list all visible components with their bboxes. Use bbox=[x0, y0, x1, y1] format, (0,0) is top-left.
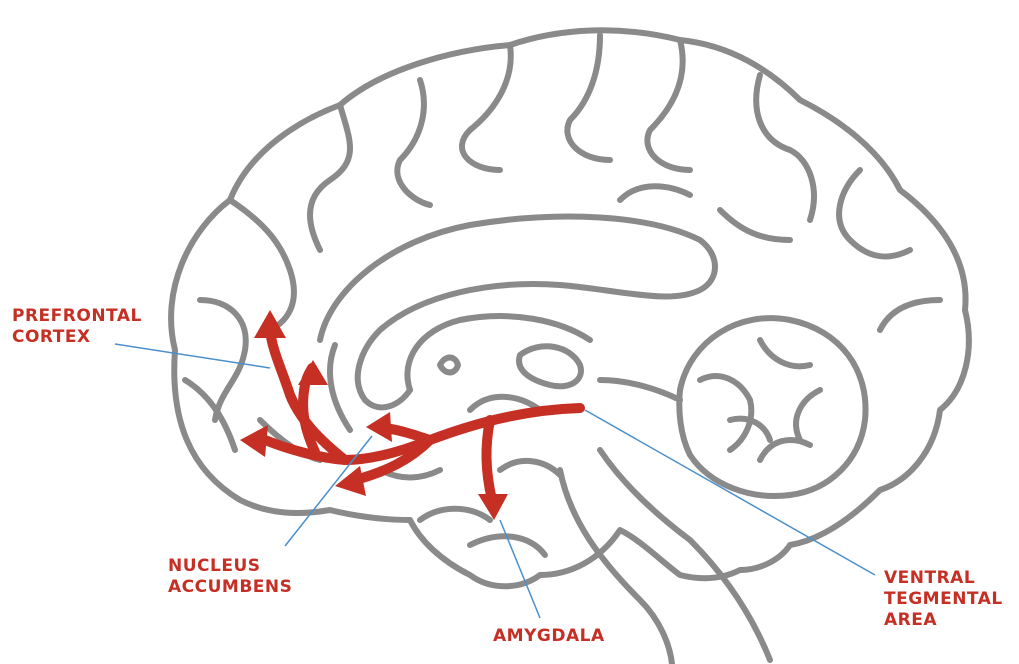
label-vta-line-1: VENTRAL bbox=[884, 568, 1003, 589]
arrowhead-left bbox=[240, 425, 268, 457]
label-nucleus-accumbens: NUCLEUS ACCUMBENS bbox=[168, 556, 292, 598]
label-prefrontal-cortex: PREFRONTAL CORTEX bbox=[12, 306, 142, 348]
label-prefrontal-line-1: PREFRONTAL bbox=[12, 306, 142, 327]
label-prefrontal-line-2: CORTEX bbox=[12, 327, 142, 348]
branch-nucleus bbox=[385, 428, 430, 440]
label-nucleus-line-2: ACCUMBENS bbox=[168, 577, 292, 598]
label-vta-line-2: TEGMENTAL bbox=[884, 589, 1003, 610]
label-amygdala: AMYGDALA bbox=[493, 626, 605, 647]
label-nucleus-line-1: NUCLEUS bbox=[168, 556, 292, 577]
label-vta-line-3: AREA bbox=[884, 610, 1003, 631]
arrowhead-nucleus-lower bbox=[335, 466, 366, 496]
leader-amygdala bbox=[500, 520, 540, 618]
arrowhead-prefrontal-2 bbox=[298, 360, 328, 385]
label-amygdala-line-1: AMYGDALA bbox=[493, 626, 605, 647]
pathway-arrowheads bbox=[240, 310, 508, 520]
branch-amygdala bbox=[486, 420, 492, 500]
label-ventral-tegmental-area: VENTRAL TEGMENTAL AREA bbox=[884, 568, 1003, 631]
leader-vta bbox=[585, 410, 875, 575]
